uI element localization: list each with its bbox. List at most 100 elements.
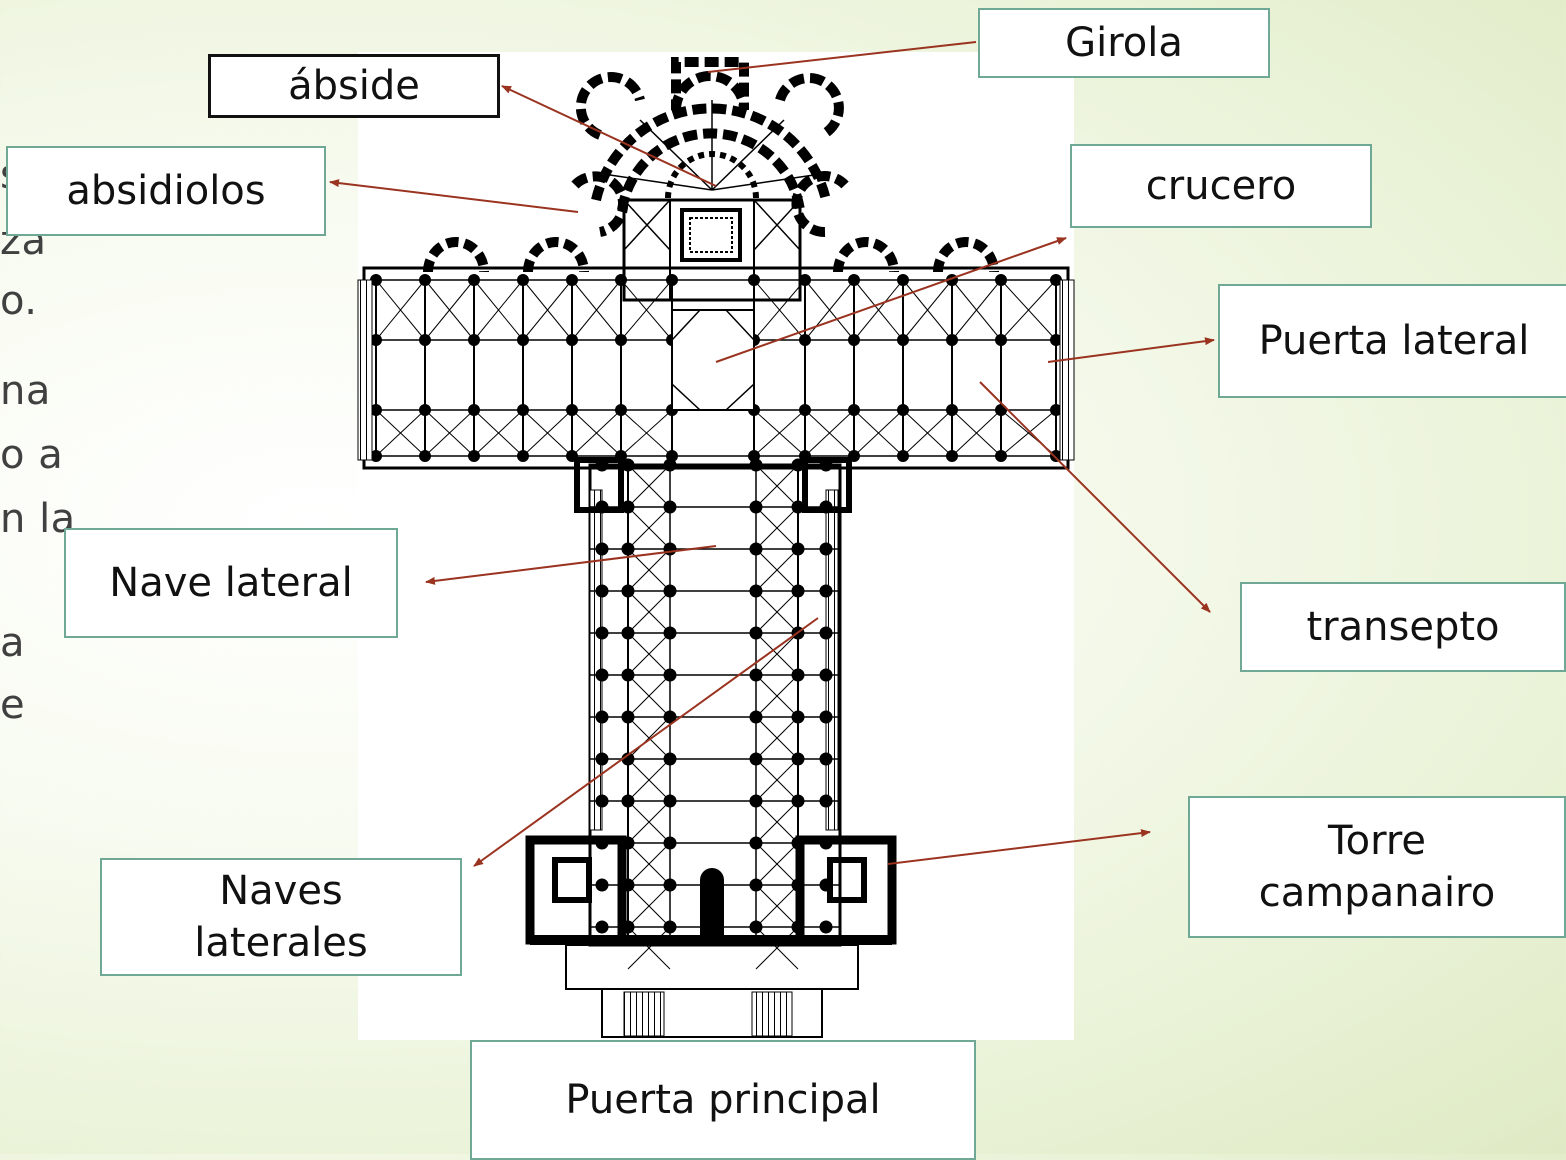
pier (595, 920, 609, 934)
bg-text-fragment: n la (0, 496, 76, 542)
pier (663, 836, 677, 850)
label-crucero: crucero (1070, 144, 1372, 228)
pier (621, 710, 635, 724)
bg-text-fragment: e (0, 682, 26, 728)
pier (595, 542, 609, 556)
bg-text-fragment: na (0, 368, 51, 414)
pier (595, 668, 609, 682)
label-puerta-lateral: Puerta lateral (1218, 284, 1566, 398)
pier (749, 836, 763, 850)
pier (819, 752, 833, 766)
altar (680, 208, 742, 262)
pier (663, 500, 677, 514)
pier (749, 500, 763, 514)
vault-rib (753, 409, 806, 457)
label-transepto-text: transepto (1306, 604, 1500, 650)
transept-chapel (423, 237, 489, 273)
vault-rib (571, 409, 622, 457)
pier (791, 542, 805, 556)
pier (663, 668, 677, 682)
vault-rib (375, 279, 426, 341)
pier (663, 626, 677, 640)
vault-rib (755, 548, 799, 592)
pier (791, 584, 805, 598)
bg-text-fragment: a (0, 620, 26, 666)
pier (621, 626, 635, 640)
label-torre-campanairo: Torre campanairo (1188, 796, 1566, 938)
vault-rib (522, 409, 573, 457)
pier (819, 584, 833, 598)
label-crucero-text: crucero (1145, 163, 1297, 209)
vault-rib (473, 279, 524, 341)
pier (791, 794, 805, 808)
pier (819, 542, 833, 556)
label-abside: ábside (208, 54, 500, 118)
label-naves-laterales-line1: Naves (219, 868, 343, 914)
pier (663, 710, 677, 724)
pier (595, 878, 609, 892)
vault-rib (853, 409, 904, 457)
pier (595, 626, 609, 640)
pier (621, 752, 635, 766)
pier (621, 794, 635, 808)
vault-rib (473, 409, 524, 457)
pier (663, 584, 677, 598)
vault-rib (522, 279, 573, 341)
vault-rib (755, 506, 799, 550)
label-naves-laterales: Naves laterales (100, 858, 462, 976)
pier (595, 710, 609, 724)
label-puerta-principal: Puerta principal (470, 1040, 976, 1160)
pier (663, 878, 677, 892)
pier (749, 878, 763, 892)
pier (621, 668, 635, 682)
vault-rib (755, 926, 799, 970)
vault-rib (620, 279, 673, 341)
pier (819, 794, 833, 808)
label-torre-line1: Torre (1327, 818, 1427, 864)
pier (663, 458, 677, 472)
entrance (601, 988, 823, 1038)
vault-rib (424, 409, 475, 457)
pier (595, 794, 609, 808)
vault-rib (627, 926, 671, 970)
label-naves-laterales-line2: laterales (194, 920, 368, 966)
pier (749, 752, 763, 766)
label-nave-lateral: Nave lateral (64, 528, 398, 638)
vault-rib (424, 279, 475, 341)
pier (663, 752, 677, 766)
pier (749, 668, 763, 682)
pier (819, 920, 833, 934)
pier (663, 542, 677, 556)
pier (749, 542, 763, 556)
pier (621, 584, 635, 598)
transept-chapel (523, 237, 589, 273)
vault-rib (755, 884, 799, 928)
label-absidiolos-text: absidiolos (66, 168, 266, 214)
girola-chapel (671, 57, 749, 111)
vault-rib (902, 409, 953, 457)
label-puerta-principal-text: Puerta principal (565, 1077, 881, 1123)
pier (749, 584, 763, 598)
vault-rib (571, 279, 622, 341)
label-nave-lateral-text: Nave lateral (109, 560, 353, 606)
pier (791, 626, 805, 640)
label-puerta-lateral-text: Puerta lateral (1258, 318, 1530, 364)
pier (663, 794, 677, 808)
label-girola-text: Girola (1065, 20, 1183, 66)
vault-rib (620, 409, 673, 457)
bg-text-fragment: o a (0, 432, 64, 478)
pier (819, 710, 833, 724)
pier (749, 626, 763, 640)
label-transepto: transepto (1240, 582, 1566, 672)
pier (749, 920, 763, 934)
pier (791, 668, 805, 682)
label-girola: Girola (978, 8, 1270, 78)
pier (749, 794, 763, 808)
pier (749, 458, 763, 472)
vault-rib (804, 409, 855, 457)
bg-text-fragment: o. (0, 278, 38, 324)
facade-wall (530, 935, 892, 945)
pier (819, 668, 833, 682)
pier (595, 584, 609, 598)
label-absidiolos: absidiolos (6, 146, 326, 236)
